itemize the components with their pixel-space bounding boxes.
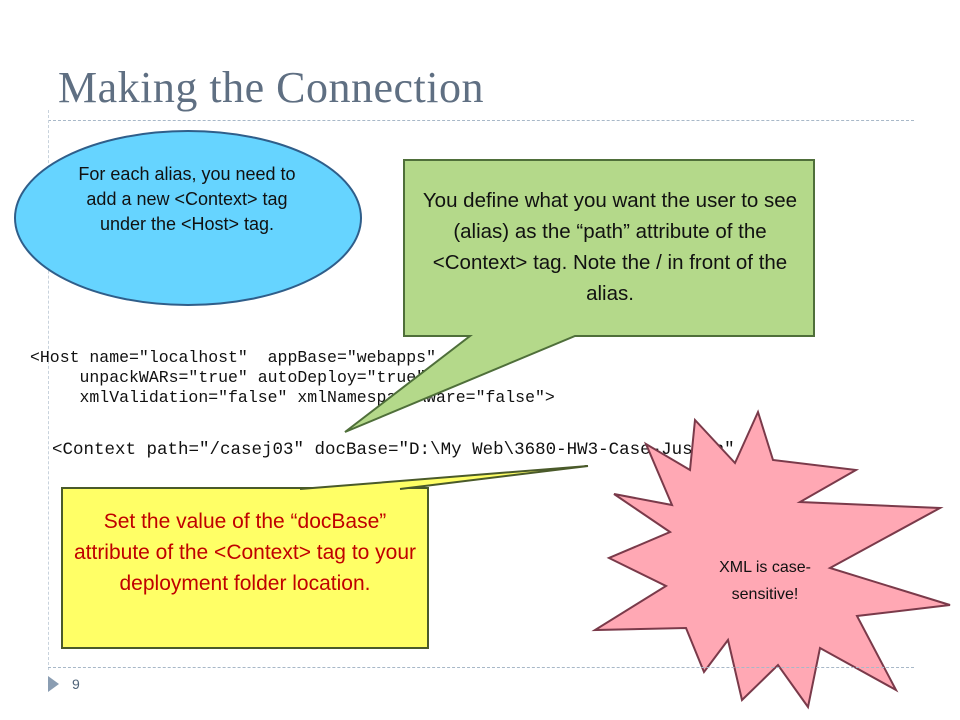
ellipse-callout-text: For each alias, you need to add a new <C… (78, 164, 296, 234)
star-burst-shape (591, 409, 951, 710)
green-callout-text: You define what you want the user to see… (422, 189, 798, 305)
footer-bullet-icon (48, 676, 59, 692)
yellow-callout-pointer (299, 465, 589, 490)
page-number: 9 (72, 676, 80, 692)
star-callout-text: XML is case-sensitive! (719, 559, 811, 603)
ellipse-callout-shape (14, 130, 362, 306)
green-callout-shape (344, 159, 815, 433)
footer-divider (48, 667, 914, 668)
slide-title: Making the Connection (58, 63, 484, 112)
yellow-callout-text: Set the value of the “docBase” attribute… (73, 510, 417, 595)
left-guide-line (48, 110, 49, 670)
title-divider (48, 120, 914, 121)
